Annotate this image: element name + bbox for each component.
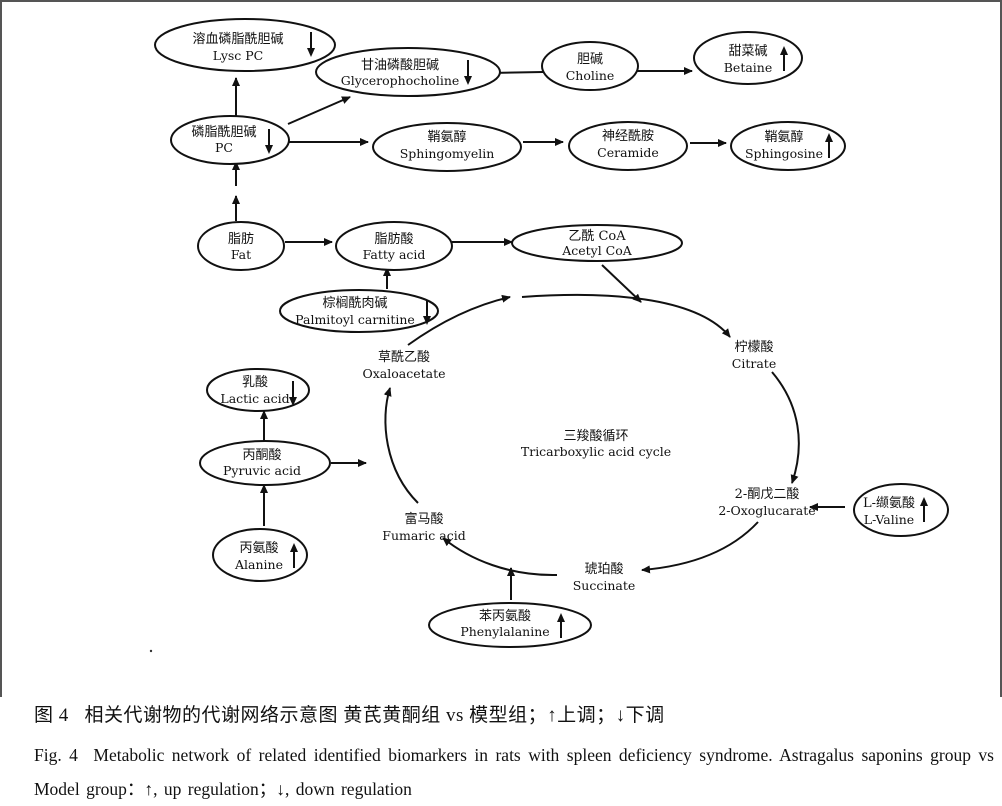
cycle-fumarate-cn: 富马酸	[404, 511, 443, 527]
edge-cycle-oxaloacetate-acetyl	[407, 294, 511, 346]
node-lysopc-ellipse	[154, 18, 336, 72]
node-pyruvic-cn: 丙酮酸	[242, 448, 281, 463]
node-lysopc-cn: 溶血磷脂酰胆碱	[192, 32, 283, 47]
node-sphingosine-en: Sphingosine	[745, 146, 823, 161]
caption-en: Fig. 4 Metabolic network of related iden…	[34, 738, 994, 806]
down-regulation-icon	[307, 32, 315, 57]
edge-acetylcoa-cycle	[601, 264, 642, 303]
node-alanine-cn: 丙氨酸	[239, 541, 278, 556]
node-valine-en: L-Valine	[864, 512, 914, 527]
down-regulation-icon	[265, 129, 273, 154]
node-glycerophosph-cn: 甘油磷酸胆碱	[361, 58, 439, 73]
node-palmitoyl-cn: 棕榈酰肉碱	[322, 296, 387, 311]
node-pc-ellipse	[170, 115, 290, 165]
node-betaine-en: Betaine	[724, 60, 773, 75]
node-fattyacid-en: Fatty acid	[363, 247, 426, 262]
node-choline-en: Choline	[566, 68, 615, 83]
node-lactic-ellipse	[206, 368, 310, 412]
up-regulation-icon	[290, 543, 298, 568]
cycle-oxaloacetate-cn: 草酰乙酸	[378, 350, 430, 365]
node-palmitoyl-en: Palmitoyl carnitine	[295, 312, 415, 327]
edge-cycle-fumarate-oxaloacetate	[383, 387, 419, 504]
node-alanine-en: Alanine	[234, 557, 283, 572]
node-sphingomyelin-ellipse	[372, 122, 522, 172]
edge-cycle-succinate-fumarate	[442, 537, 558, 577]
node-valine-cn: L-缬氨酸	[863, 496, 915, 511]
node-sphingomyelin-en: Sphingomyelin	[400, 146, 495, 161]
node-fat-en: Fat	[231, 247, 251, 262]
edges	[232, 67, 845, 600]
down-regulation-icon	[464, 60, 472, 85]
node-pyruvic-en: Pyruvic acid	[223, 463, 301, 478]
caption-en-number: Fig. 4	[34, 745, 78, 765]
cycle-oxoglutarate-en: 2-Oxoglucarate	[718, 503, 815, 518]
node-pyruvic-ellipse	[199, 440, 331, 486]
node-phenylalanine-ellipse	[428, 602, 592, 648]
edge-cycle-oxoglutarate-succinate	[641, 521, 759, 574]
up-regulation-icon	[780, 46, 788, 71]
node-betaine-ellipse	[693, 31, 803, 85]
edge-cycle-citrate-oxoglutarate	[771, 371, 800, 484]
figure-frame	[0, 0, 1002, 697]
up-regulation-icon	[920, 497, 928, 522]
cycle-succinate-en: Succinate	[573, 578, 636, 593]
node-valine-ellipse	[853, 483, 949, 537]
node-pc-cn: 磷脂酰胆碱	[191, 125, 256, 140]
cycle-oxaloacetate-en: Oxaloacetate	[362, 366, 445, 381]
node-acetylcoa-cn: 乙酰 CoA	[568, 229, 626, 244]
node-ceramide-en: Ceramide	[597, 145, 659, 160]
node-fat-ellipse	[197, 221, 285, 271]
node-glycerophosph-en: Glycerophocholine	[341, 73, 460, 88]
node-sphingosine-ellipse	[730, 121, 846, 171]
node-ceramide-ellipse	[568, 121, 688, 171]
node-choline-ellipse	[541, 41, 639, 91]
cycle-title-cn: 三羧酸循环	[563, 428, 628, 444]
node-fattyacid-ellipse	[335, 221, 453, 271]
node-glycerophosph-ellipse	[315, 47, 501, 97]
node-choline-cn: 胆碱	[577, 52, 603, 67]
node-fattyacid-cn: 脂肪酸	[374, 231, 413, 247]
node-sphingomyelin-cn: 鞘氨醇	[427, 129, 466, 145]
caption-cn: 图 4 相关代谢物的代谢网络示意图 黄芪黄酮组 vs 模型组；↑上调；↓下调	[34, 700, 994, 727]
node-lysopc-en: Lysc PC	[213, 48, 264, 63]
node-sphingosine-cn: 鞘氨醇	[764, 129, 803, 145]
node-phenylalanine-cn: 苯丙氨酸	[479, 609, 531, 624]
node-ceramide-cn: 神经酰胺	[602, 129, 654, 144]
metabolic-network: 溶血磷脂酰胆碱 Lysc PC 甘油磷酸胆碱 Glycerophocholine…	[149, 18, 949, 653]
cycle-citrate-cn: 柠檬酸	[734, 340, 773, 355]
down-regulation-icon	[423, 300, 431, 325]
caption-cn-text: 相关代谢物的代谢网络示意图 黄芪黄酮组 vs 模型组；↑上调；↓下调	[84, 705, 665, 726]
up-regulation-icon	[825, 133, 833, 158]
node-phenylalanine-en: Phenylalanine	[460, 624, 549, 639]
edge-cycle-acetyl-citrate	[521, 293, 731, 338]
node-palmitoyl-ellipse	[279, 289, 439, 333]
node-lactic-en: Lactic acid	[220, 391, 289, 406]
node-acetylcoa-en: Acetyl CoA	[561, 243, 633, 258]
node-acetylcoa-ellipse	[511, 224, 683, 262]
down-regulation-icon	[289, 381, 297, 406]
node-betaine-cn: 甜菜碱	[728, 43, 767, 59]
up-regulation-icon	[557, 613, 565, 638]
regulation-arrows	[265, 32, 928, 638]
caption-cn-number: 图 4	[34, 705, 69, 726]
node-fat-cn: 脂肪	[228, 231, 254, 247]
caption-en-text: Metabolic network of related identified …	[34, 745, 994, 799]
cycle-citrate-en: Citrate	[732, 356, 776, 371]
node-pc-en: PC	[215, 140, 233, 155]
node-lactic-cn: 乳酸	[242, 375, 268, 390]
cycle-title-en: Tricarboxylic acid cycle	[521, 444, 671, 459]
cycle-succinate-cn: 琥珀酸	[584, 562, 623, 577]
node-alanine-ellipse	[212, 528, 308, 582]
stray-dot	[149, 649, 153, 653]
cycle-oxoglutarate-cn: 2-酮戊二酸	[735, 487, 800, 502]
edge-pc-glycerophosph	[287, 96, 351, 125]
cycle-fumarate-en: Fumaric acid	[382, 528, 465, 543]
